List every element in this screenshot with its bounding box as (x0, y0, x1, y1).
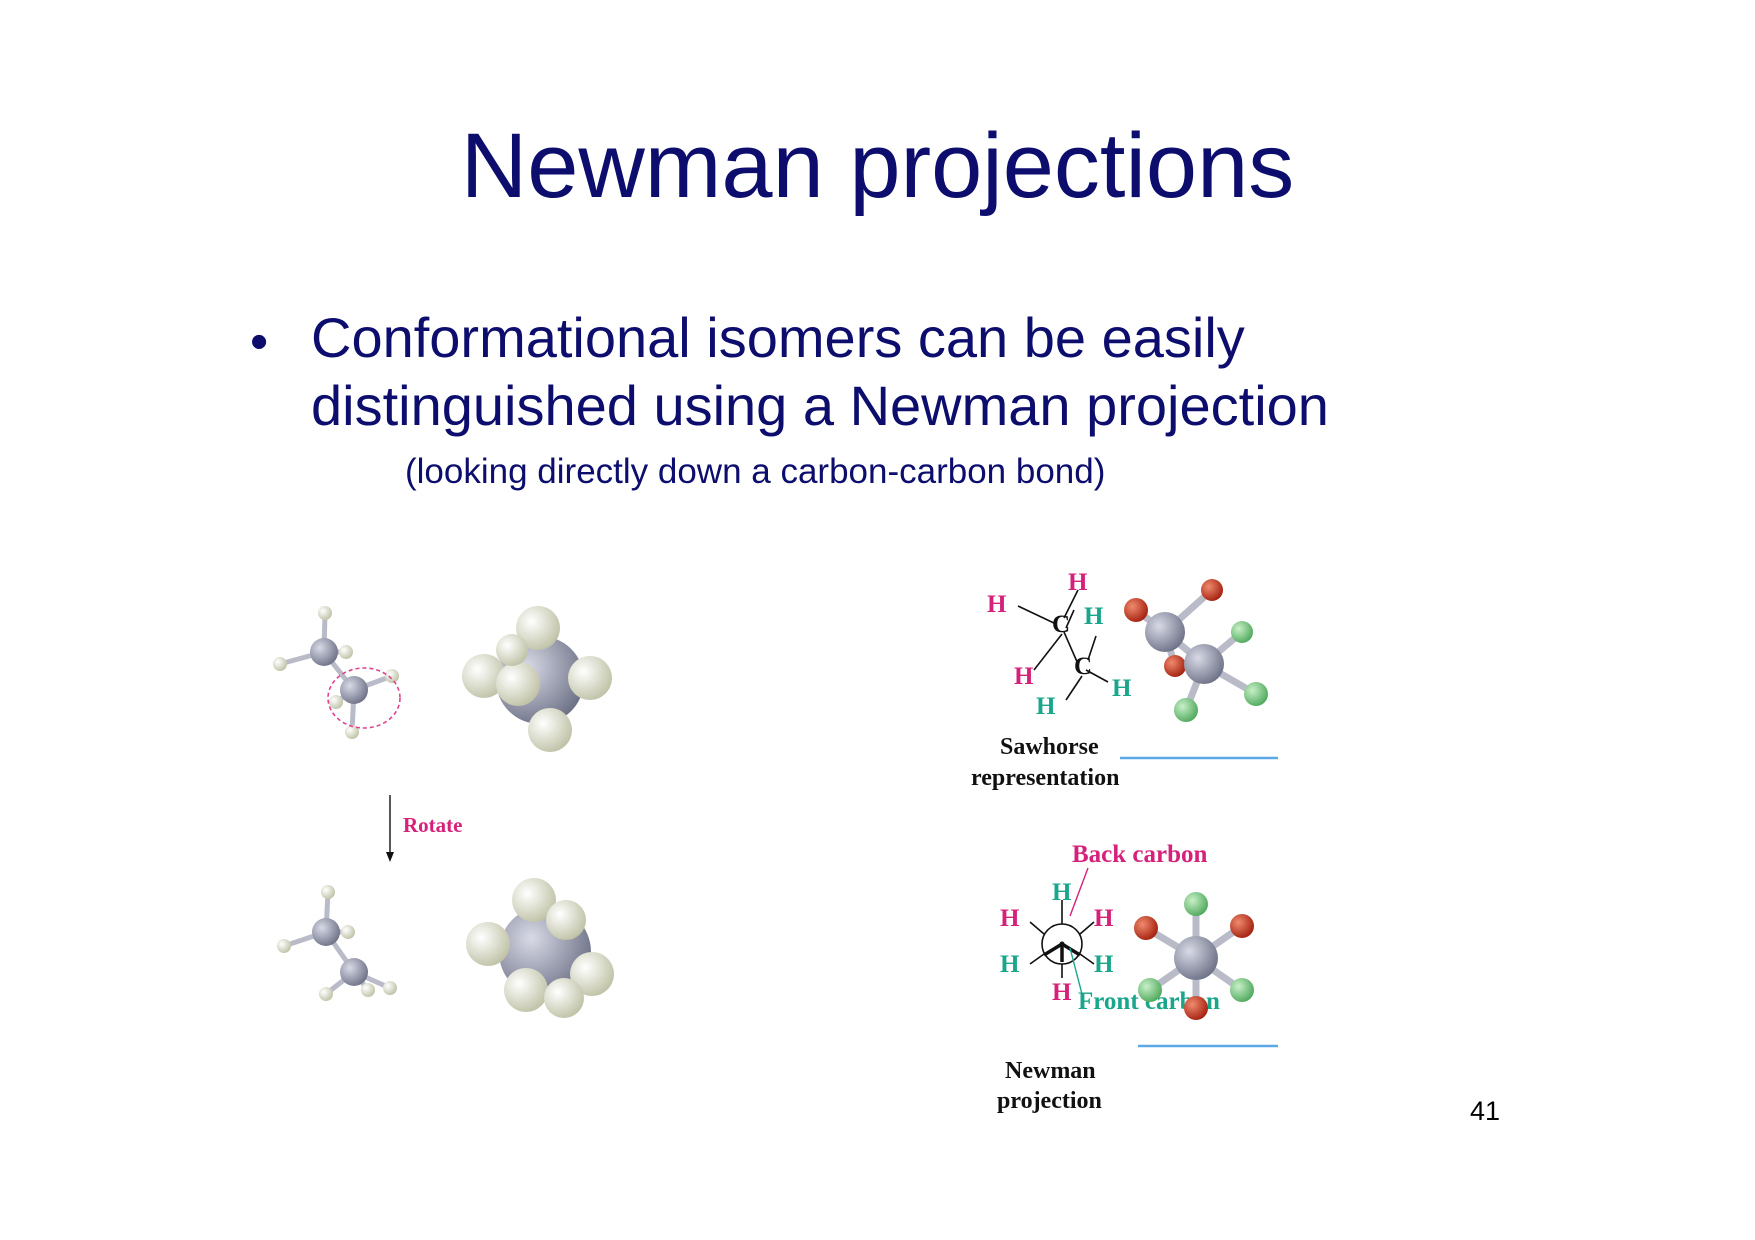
page-number: 41 (1470, 1096, 1501, 1126)
bullet-text-line-1: Conformational isomers can be easily (311, 306, 1245, 369)
svg-text:H: H (1014, 663, 1034, 690)
rotation-arrow-icon (327, 667, 401, 729)
sawhorse-label-line-1: Sawhorse (1000, 734, 1099, 760)
newman-label-line-2: projection (997, 1088, 1102, 1114)
ethane-rotation-figure: Rotate (273, 606, 614, 1018)
bullet-text-line-2: distinguished using a Newman projection (311, 374, 1329, 437)
newman-projection (1029, 900, 1095, 978)
sub-note: (looking directly down a carbon-carbon b… (405, 452, 1106, 491)
ball-and-stick-model-bottom (283, 891, 392, 996)
svg-text:C: C (1074, 653, 1092, 680)
svg-text:C: C (1052, 611, 1070, 638)
newman-label-line-1: Newman (1005, 1058, 1096, 1084)
sawhorse-label-line-2: representation (971, 765, 1119, 791)
svg-text:H: H (1094, 905, 1114, 932)
front-carbon-pointer (1069, 947, 1083, 995)
back-carbon-pointer (1069, 867, 1089, 917)
svg-text:H: H (1068, 569, 1088, 596)
sawhorse-atom-labels: H H H C C H H H (987, 569, 1132, 720)
ball-and-stick-atoms-top (273, 606, 399, 739)
svg-text:H: H (1036, 693, 1056, 720)
svg-text:H: H (1000, 905, 1020, 932)
ball-and-stick-model-top (279, 612, 393, 733)
sawhorse-ball-model (1124, 579, 1268, 722)
svg-text:H: H (1052, 979, 1072, 1006)
svg-text:H: H (987, 591, 1007, 618)
space-filling-model-top (462, 606, 612, 752)
newman-atom-labels: H H H H H H (1000, 879, 1114, 1006)
svg-text:H: H (1112, 675, 1132, 702)
rotate-label: Rotate (403, 813, 462, 837)
newman-ball-model (1134, 892, 1254, 1020)
svg-text:H: H (1052, 879, 1072, 906)
space-filling-model-bottom (466, 878, 614, 1018)
back-carbon-label: Back carbon (1072, 841, 1208, 868)
arrowhead-icon (386, 852, 394, 862)
bullet-marker: • (250, 313, 269, 371)
svg-text:H: H (1084, 603, 1104, 630)
ball-and-stick-atoms-bottom (277, 885, 397, 1001)
slide-title: Newman projections (460, 115, 1295, 217)
sawhorse-structure (1017, 589, 1109, 701)
svg-text:H: H (1000, 951, 1020, 978)
sawhorse-newman-figure: H H H C C H H H Sawhorse representation … (971, 569, 1278, 1114)
svg-text:H: H (1094, 951, 1114, 978)
